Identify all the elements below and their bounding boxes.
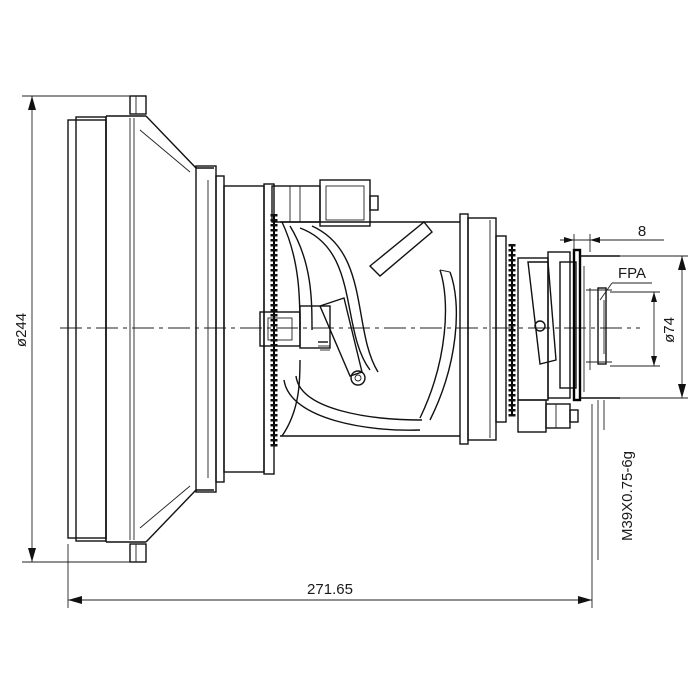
bottom-connector	[517, 399, 579, 433]
dimension-overall-length: 271.65	[67, 404, 593, 608]
zoom-gear-ring	[508, 244, 516, 417]
dimension-rear-diameter: ø74	[610, 255, 688, 399]
cam-barrel	[280, 221, 460, 437]
flange-offset-label: 8	[638, 223, 646, 240]
thread-spec-label: M39X0.75-6g	[619, 451, 636, 541]
rear-housing	[459, 213, 507, 445]
front-diameter-label: ø244	[13, 313, 30, 347]
rear-cell	[517, 248, 620, 402]
focus-gear-ring	[270, 214, 278, 447]
fpa-callout: FPA	[599, 265, 652, 301]
top-motor-connector	[271, 179, 379, 227]
dimension-front-diameter: ø244	[13, 95, 130, 563]
center-carrier	[259, 305, 331, 351]
dimension-flange-offset: 8	[560, 223, 664, 252]
overall-length-label: 271.65	[307, 581, 353, 598]
front-barrel	[67, 95, 214, 563]
rear-diameter-label: ø74	[661, 317, 678, 343]
fpa-label: FPA	[618, 265, 646, 282]
thread-spec-callout: M39X0.75-6g	[597, 400, 636, 560]
mounting-flange	[195, 165, 275, 493]
